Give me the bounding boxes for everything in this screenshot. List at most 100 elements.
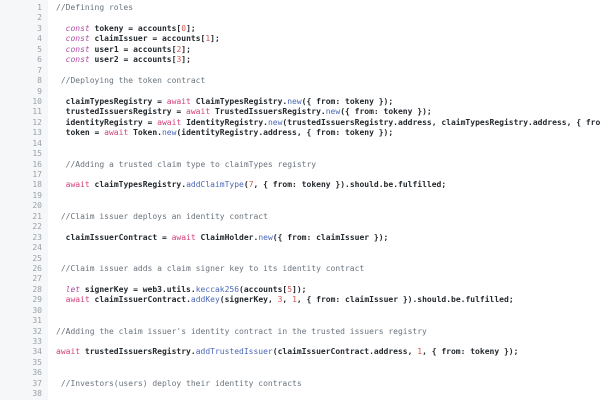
code-line[interactable]: 19 (0, 191, 600, 201)
code-line[interactable]: 26 //Claim issuer adds a claim signer ke… (0, 264, 600, 274)
code-token-num: 3 (176, 55, 182, 65)
code-line[interactable]: 37 //Investors(users) deploy their ident… (0, 379, 600, 389)
line-number: 21 (32, 211, 42, 221)
line-number: 38 (32, 389, 42, 399)
code-token-aw: await (104, 128, 129, 138)
code-token-txt: signerKey = web3.utils. (80, 284, 196, 294)
code-line[interactable]: 25 (0, 254, 600, 264)
line-number: 28 (32, 284, 42, 294)
line-number: 7 (37, 65, 42, 75)
code-token-comment: //Claim issuer deploys an identity contr… (56, 211, 268, 221)
code-token-txt: IdentityRegistry. (181, 117, 268, 127)
code-token-txt: identityRegistry = (56, 117, 158, 127)
code-token-txt: ]); (292, 284, 307, 294)
code-line[interactable]: 2 (0, 13, 600, 23)
code-line[interactable]: 1 //Defining roles (0, 3, 600, 13)
code-line[interactable]: 16 //Adding a trusted claim type to clai… (0, 160, 600, 170)
code-token-txt: Token. (128, 128, 162, 138)
code-token-txt: claimIssuerContract = (56, 232, 172, 242)
code-line[interactable]: 27 (0, 274, 600, 284)
line-number: 12 (32, 117, 42, 127)
code-line[interactable]: 29 await claimIssuerContract.addKey(sign… (0, 295, 600, 305)
code-line[interactable]: 24 (0, 243, 600, 253)
code-line[interactable]: 36 (0, 368, 600, 378)
line-number: 6 (37, 55, 42, 65)
code-token-fn: addKey (190, 295, 220, 305)
code-token-fn: new (258, 232, 273, 242)
code-token-txt: token = (56, 128, 105, 138)
code-token-txt: , (282, 295, 293, 305)
code-token-txt (56, 285, 66, 294)
code-token-aw: await (171, 232, 196, 242)
code-text: //Deploying the token contract (56, 76, 206, 86)
code-token-txt: , { from: tokeny }).should.be.fulfilled; (253, 180, 447, 190)
code-line[interactable]: 6 const user2 = accounts[3]; (0, 55, 600, 65)
code-line[interactable]: 12 identityRegistry = await IdentityRegi… (0, 118, 600, 128)
line-number: 13 (32, 128, 42, 138)
code-token-txt: claimTypesRegistry = (56, 96, 167, 106)
code-token-num: 1 (205, 34, 211, 44)
code-token-num: 3 (277, 295, 283, 305)
code-line[interactable]: 11 trustedIssuersRegistry = await Truste… (0, 107, 600, 117)
code-token-fn: addTrustedIssuer (195, 347, 273, 357)
code-token-txt: user2 = accounts[ (89, 55, 177, 65)
code-line[interactable]: 28 let signerKey = web3.utils.keccak256(… (0, 285, 600, 295)
code-line[interactable]: 9 (0, 87, 600, 97)
code-line[interactable]: 4 const claimIssuer = accounts[1]; (0, 34, 600, 44)
code-token-aw: await (166, 96, 191, 106)
code-text: const user2 = accounts[3]; (56, 55, 191, 65)
code-line[interactable]: 21 //Claim issuer deploys an identity co… (0, 212, 600, 222)
line-number: 10 (32, 96, 42, 106)
code-token-txt: ( (243, 180, 249, 190)
code-line[interactable]: 30 (0, 306, 600, 316)
line-number-gutter (0, 0, 48, 400)
code-token-txt: (signerKey, (219, 295, 278, 305)
code-line[interactable]: 31 (0, 316, 600, 326)
code-line[interactable]: 15 (0, 149, 600, 159)
code-line[interactable]: 13 token = await Token.new(identityRegis… (0, 128, 600, 138)
code-line[interactable]: 7 (0, 66, 600, 76)
code-line[interactable]: 32 //Adding the claim issuer's identity c… (0, 327, 600, 337)
code-token-num: 0 (181, 23, 187, 33)
code-text: token = await Token.new(identityRegistry… (56, 128, 394, 138)
code-token-aw: await (157, 117, 182, 127)
code-line[interactable]: 38 (0, 389, 600, 399)
code-token-txt: tokeny = accounts[ (89, 23, 182, 33)
code-line[interactable]: 23 claimIssuerContract = await ClaimHold… (0, 233, 600, 243)
code-line[interactable]: 22 (0, 222, 600, 232)
code-token-txt: claimIssuer = accounts[ (89, 34, 206, 44)
code-token-comment: //Claim issuer adds a claim signer key t… (56, 263, 365, 273)
code-text: //Claim issuer deploys an identity contr… (56, 212, 268, 222)
code-line[interactable]: 10 claimTypesRegistry = await ClaimTypes… (0, 97, 600, 107)
code-token-kw: let (65, 284, 81, 294)
code-line[interactable]: 5 const user1 = accounts[2]; (0, 45, 600, 55)
code-token-kw: const (65, 44, 90, 54)
line-number: 29 (32, 295, 42, 305)
code-line[interactable]: 14 (0, 139, 600, 149)
code-line[interactable]: 20 (0, 201, 600, 211)
code-line[interactable]: 8 //Deploying the token contract (0, 76, 600, 86)
line-number: 35 (32, 357, 42, 367)
code-token-kw: const (65, 55, 90, 65)
code-token-txt: claimTypesRegistry. (89, 180, 187, 190)
code-token-txt: (identityRegistry.address, { from: token… (176, 128, 394, 138)
code-line[interactable]: 35 (0, 358, 600, 368)
code-text: //Adding the claim issuer's identity con… (56, 327, 427, 337)
code-line[interactable]: 3 const tokeny = accounts[0]; (0, 24, 600, 34)
code-text: await trustedIssuersRegistry.addTrustedI… (56, 347, 518, 357)
code-text: await claimIssuerContract.addKey(signerK… (56, 295, 514, 305)
code-token-fn: new (287, 96, 302, 106)
code-token-txt (56, 180, 66, 189)
code-line[interactable]: 17 (0, 170, 600, 180)
code-token-txt: trustedIssuersRegistry. (80, 347, 196, 357)
code-token-txt: , { from: claimIssuer }).should.be.fulfi… (296, 295, 514, 305)
line-number: 32 (32, 326, 42, 336)
code-text: //Defining roles (56, 3, 133, 13)
code-token-kw: const (65, 23, 90, 33)
code-line[interactable]: 18 await claimTypesRegistry.addClaimType… (0, 180, 600, 190)
code-line[interactable]: 33 (0, 337, 600, 347)
line-number: 1 (37, 3, 42, 12)
